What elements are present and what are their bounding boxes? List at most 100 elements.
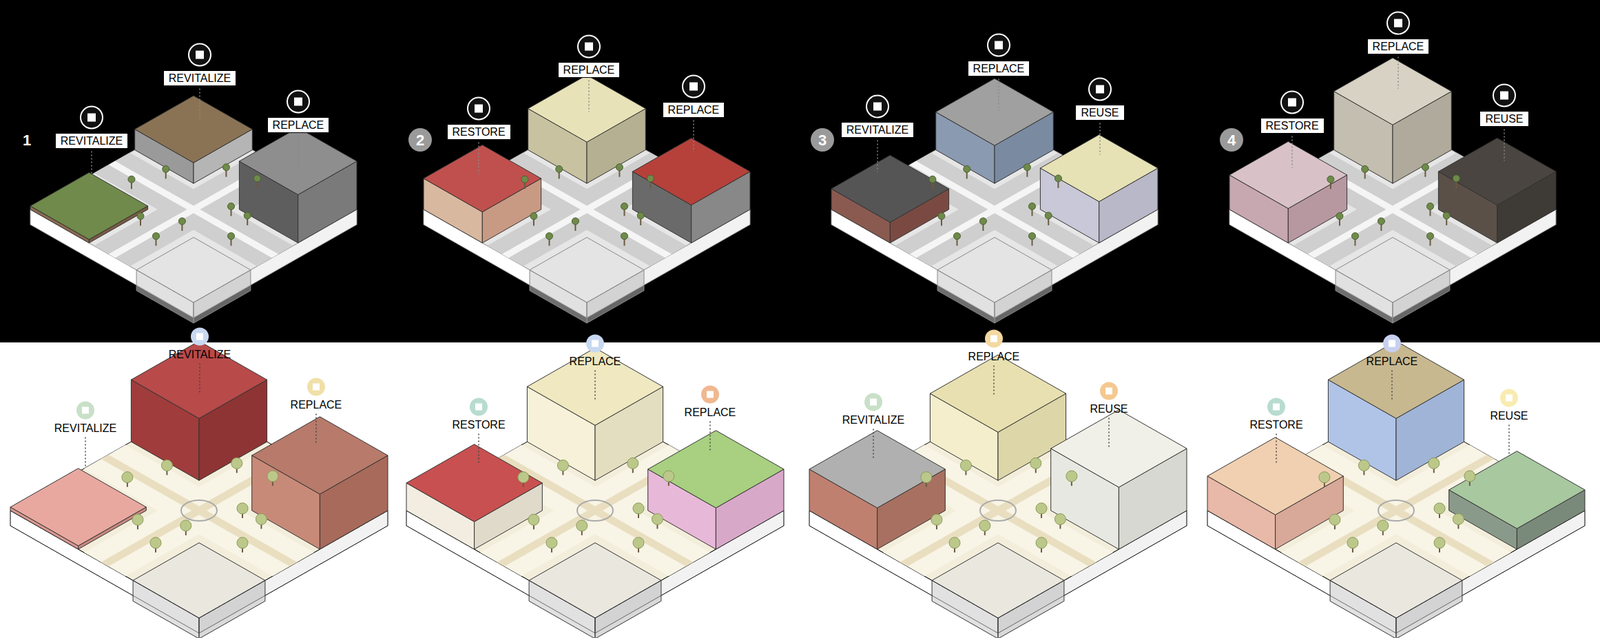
icon-glyph — [195, 50, 204, 60]
leader-line — [872, 429, 875, 459]
scenario-number: 3 — [818, 133, 827, 147]
strategy-icon — [188, 44, 211, 67]
strategy-text: REPLACE — [973, 62, 1025, 75]
void-box — [1335, 237, 1450, 324]
leader-line — [588, 80, 590, 113]
building — [1040, 134, 1158, 243]
icon-glyph — [1095, 85, 1105, 94]
icon-glyph — [689, 82, 698, 91]
strategy-icon — [987, 34, 1010, 57]
tree — [557, 460, 569, 472]
tree — [938, 212, 945, 220]
roof — [632, 137, 751, 205]
roof — [936, 78, 1054, 146]
icons-and-leaders — [76, 12, 1519, 467]
icon-glyph — [706, 391, 714, 399]
strategy-icon — [577, 35, 600, 58]
tree — [1054, 174, 1062, 182]
program-icon — [469, 398, 488, 417]
roof — [1229, 141, 1348, 209]
tree — [1434, 537, 1446, 549]
tree — [253, 174, 261, 182]
tree — [1452, 174, 1460, 182]
top-ground — [0, 0, 1600, 343]
building — [30, 172, 149, 243]
strategy-tag: REVITALIZE — [163, 70, 237, 87]
strategy-label: REUSE — [1089, 402, 1128, 416]
roof — [1040, 134, 1158, 202]
leader-line — [1291, 136, 1293, 169]
tree — [236, 537, 248, 549]
tree — [227, 232, 235, 240]
roof — [1438, 137, 1556, 205]
roof — [809, 430, 945, 508]
roof — [1334, 57, 1452, 125]
tree — [231, 457, 243, 469]
building — [831, 154, 950, 243]
leader-line — [478, 433, 480, 463]
strategy-icon — [1493, 84, 1516, 107]
leader-line — [315, 413, 317, 443]
program-icon — [1267, 398, 1286, 417]
tree — [1377, 520, 1389, 532]
tree — [1054, 513, 1066, 525]
void-box — [132, 542, 266, 638]
program-icon — [1383, 334, 1401, 353]
tree — [1029, 202, 1036, 210]
roof — [252, 416, 388, 494]
program-icon — [701, 385, 720, 404]
building — [406, 444, 543, 549]
icon-glyph — [873, 102, 882, 111]
tree — [931, 513, 943, 525]
strategy-label: REPLACE — [684, 405, 737, 419]
tree — [121, 471, 133, 483]
tree — [979, 217, 987, 225]
tree — [960, 460, 972, 472]
roof — [929, 354, 1066, 432]
leader-line — [1503, 129, 1505, 162]
tree — [243, 212, 251, 220]
tree — [1023, 163, 1031, 171]
tree — [1066, 470, 1078, 482]
strategy-tag: REVITALIZE — [840, 121, 914, 138]
strategy-tag: REPLACE — [662, 101, 726, 118]
leader-line — [876, 140, 879, 173]
icon-glyph — [475, 403, 483, 411]
program-icon — [76, 401, 95, 420]
strategy-text: REPLACE — [1372, 40, 1425, 53]
strategy-label: REUSE — [1489, 409, 1528, 423]
tree — [1035, 537, 1047, 549]
tree — [615, 163, 623, 171]
tree — [152, 232, 160, 240]
tree — [929, 175, 937, 183]
icon-glyph — [591, 340, 599, 348]
program-icon — [984, 329, 1003, 348]
tree — [632, 537, 644, 549]
roof — [1449, 451, 1585, 529]
leader-line — [1108, 418, 1110, 448]
building — [526, 347, 663, 481]
tree — [571, 217, 579, 225]
leader-line — [594, 370, 596, 400]
building — [423, 144, 542, 243]
tree — [150, 537, 162, 549]
strategy-tag: REPLACE — [557, 61, 621, 78]
strategy-icon — [1281, 91, 1304, 114]
tree — [953, 232, 961, 240]
site-block — [10, 340, 388, 638]
icon-glyph — [994, 41, 1003, 50]
building — [130, 340, 267, 481]
building — [1449, 451, 1585, 549]
site-block — [1229, 57, 1556, 324]
strategy-icon — [1088, 78, 1111, 101]
building — [1051, 409, 1187, 549]
icon-glyph — [294, 97, 303, 107]
roof — [406, 444, 543, 522]
strategy-label: REPLACE — [1366, 354, 1419, 368]
scenario-number: 1 — [22, 133, 31, 147]
strategy-text: REPLACE — [272, 119, 325, 131]
building — [134, 95, 253, 184]
icon-glyph — [87, 113, 96, 122]
